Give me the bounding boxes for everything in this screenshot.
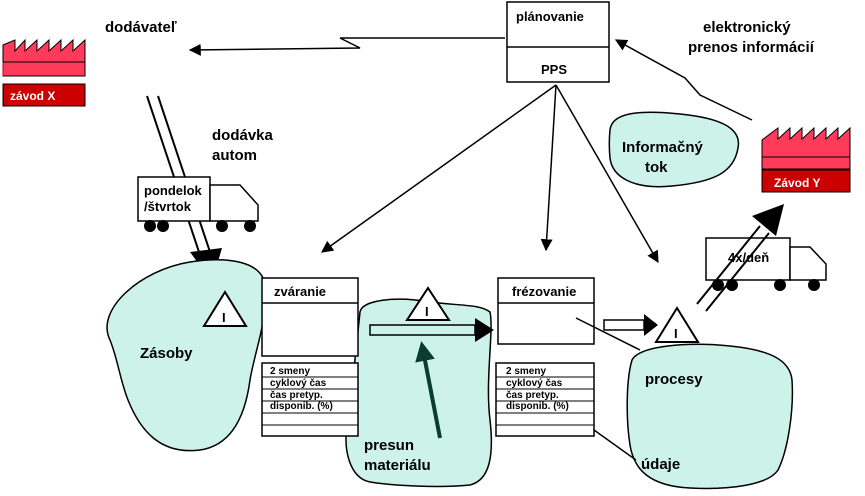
- material-triangle-icon: I: [405, 286, 451, 321]
- factory-x-label: závod X: [10, 89, 55, 103]
- info-flow-label-line2: tok: [645, 159, 668, 176]
- pps-to-milling-arrow: [540, 84, 557, 252]
- svg-text:disponib. (%): disponib. (%): [506, 401, 569, 412]
- inventory-triangle-icon: I: [202, 290, 248, 327]
- pps-to-welding-arrow: [321, 84, 557, 253]
- material-move-label-line2: materiálu: [364, 457, 431, 474]
- inventory-label: Zásoby: [140, 345, 193, 362]
- push-arrow-body: [369, 324, 476, 336]
- pps-to-shipping-arrow: [555, 84, 659, 264]
- factory-x-icon: závod X: [2, 38, 86, 107]
- electronic-label-line2: prenos informácií: [688, 39, 815, 56]
- data-label: údaje: [641, 456, 680, 473]
- svg-text:cyklový čas: cyklový čas: [506, 378, 563, 389]
- planning-system: PPS: [541, 62, 567, 77]
- svg-text:čas pretyp.: čas pretyp.: [506, 390, 559, 401]
- data-connector-line: [593, 429, 637, 461]
- svg-text:cyklový čas: cyklový čas: [270, 378, 327, 389]
- svg-text:2 smeny: 2 smeny: [506, 366, 546, 377]
- customer-info-arrow: [614, 39, 753, 121]
- svg-text:čas pretyp.: čas pretyp.: [270, 390, 323, 401]
- welding-process-box: zváranie: [261, 277, 359, 357]
- push-arrow-head: [475, 318, 494, 342]
- truck-right-icon: 4x/deň: [705, 237, 827, 291]
- factory-y-icon: Závod Y: [761, 126, 851, 193]
- supplier-label: dodávateľ: [105, 19, 177, 36]
- truck-left-line2: /štvrtok: [144, 199, 192, 214]
- svg-text:disponib. (%): disponib. (%): [270, 401, 333, 412]
- shipping-arrow-head: [752, 204, 784, 236]
- factory-y-label: Závod Y: [774, 176, 820, 190]
- welding-data-box: 2 smeny cyklový čas čas pretyp. disponib…: [261, 362, 359, 437]
- info-flow-label-line1: Informačný: [622, 139, 704, 156]
- planning-title: plánovanie: [516, 9, 584, 24]
- material-move-label-line1: presun: [364, 437, 414, 454]
- truck-left-icon: pondelok /štvrtok: [137, 176, 259, 232]
- info-flow-blob: [608, 111, 740, 188]
- milling-push-arrow-head: [644, 314, 658, 336]
- welding-title: zváranie: [274, 284, 326, 299]
- delivery-label-line2: autom: [212, 147, 257, 164]
- milling-title: frézovanie: [512, 284, 576, 299]
- truck-left-line1: pondelok: [144, 183, 203, 198]
- svg-text:I: I: [674, 326, 678, 341]
- planning-box: plánovanie PPS: [506, 1, 610, 83]
- supplier-info-arrow: [188, 37, 505, 56]
- process-connector-line: [575, 317, 641, 351]
- processes-label: procesy: [645, 371, 703, 388]
- milling-data-box: 2 smeny cyklový čas čas pretyp. disponib…: [495, 362, 595, 437]
- electronic-label-line1: elektronický: [703, 19, 791, 36]
- milling-process-box: frézovanie: [497, 277, 595, 345]
- shipping-triangle-icon: I: [654, 306, 700, 343]
- svg-text:I: I: [222, 310, 226, 325]
- svg-text:2 smeny: 2 smeny: [270, 366, 310, 377]
- milling-push-arrow-body: [603, 319, 645, 331]
- delivery-label-line1: dodávka: [212, 127, 274, 144]
- svg-text:I: I: [425, 304, 429, 319]
- processes-data-blob: [626, 343, 794, 490]
- material-move-arrow: [415, 341, 442, 439]
